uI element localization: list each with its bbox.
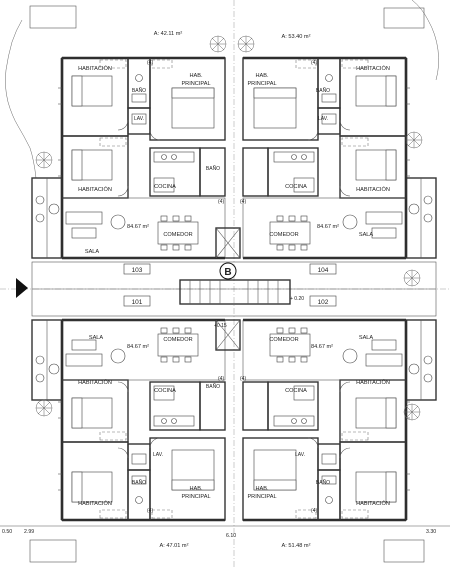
room-label-hab: HAB. xyxy=(255,486,269,492)
exterior-area-top-left: A: 42.11 m² xyxy=(154,31,183,37)
dimension-left-a: 0.50 xyxy=(2,529,12,535)
room-label-principal: PRINCIPAL xyxy=(247,81,276,87)
closet-marker: (4) xyxy=(218,199,224,205)
room-label-habitacion: HABITACIÓN xyxy=(356,186,390,193)
room-label-lav: LAV. xyxy=(295,452,305,458)
room-label-comedor: COMEDOR xyxy=(163,337,192,343)
room-label-sala: SALA xyxy=(359,335,374,341)
room-label-sala: SALA xyxy=(359,232,374,238)
tree-icon xyxy=(209,35,227,53)
unit-area: 84.67 m² xyxy=(127,344,149,350)
room-label-comedor: COMEDOR xyxy=(269,232,298,238)
room-label-habitacion: HABITACIÓN xyxy=(78,186,112,193)
entrance-arrow-icon xyxy=(16,278,28,298)
hall-level: +0.15 xyxy=(214,323,227,329)
stair-core xyxy=(179,279,291,305)
room-label-bano: BAÑO xyxy=(316,479,330,486)
room-label-cocina: COCINA xyxy=(154,184,176,190)
room-label-habitacion: HABITACIÓN xyxy=(356,65,390,72)
room-label-sala: SALA xyxy=(89,335,104,341)
dimension-center: 6.10 xyxy=(226,533,236,539)
room-label-bano: BAÑO xyxy=(206,383,220,390)
unit-number-103: 103 xyxy=(132,267,143,274)
closet-marker: (4) xyxy=(240,199,246,205)
room-label-comedor: COMEDOR xyxy=(269,337,298,343)
room-label-cocina: COCINA xyxy=(285,388,307,394)
room-label-principal: PRINCIPAL xyxy=(181,494,210,500)
room-label-cocina: COCINA xyxy=(285,184,307,190)
room-label-cocina: COCINA xyxy=(154,388,176,394)
room-label-bano: BAÑO xyxy=(132,479,146,486)
room-label-principal: PRINCIPAL xyxy=(247,494,276,500)
dimension-left-b: 2.99 xyxy=(24,529,34,535)
closet-marker: (4) xyxy=(147,508,153,514)
room-label-bano: BAÑO xyxy=(316,87,330,94)
unit-number-102: 102 xyxy=(318,299,329,306)
room-label-bano: BAÑO xyxy=(206,165,220,172)
closet-marker: (4) xyxy=(311,60,317,66)
unit-area: 84.67 m² xyxy=(127,224,149,230)
tree-icon xyxy=(35,399,53,417)
room-label-hab: HAB. xyxy=(189,73,203,79)
stair-level: + 0.20 xyxy=(290,296,304,302)
closet-marker: (4) xyxy=(311,508,317,514)
room-label-hab: HAB. xyxy=(255,73,269,79)
tree-icon xyxy=(403,269,421,287)
room-label-habitacion: HABITACIÓN xyxy=(356,379,390,386)
room-label-bano: BAÑO xyxy=(132,87,146,94)
unit-number-101: 101 xyxy=(132,299,143,306)
room-label-habitacion: HABITACIÓN xyxy=(78,65,112,72)
room-label-habitacion: HABITACIÓN xyxy=(356,500,390,507)
room-label-habitacion: HABITACIÓN xyxy=(78,500,112,507)
room-label-comedor: COMEDOR xyxy=(163,232,192,238)
room-label-lav: LAV. xyxy=(153,452,163,458)
exterior-area-bottom-left: A: 47.01 m² xyxy=(160,543,189,549)
core-b-label: B xyxy=(224,267,231,278)
room-label-lav: LAV. xyxy=(134,116,144,122)
room-label-habitacion: HABITACIÓN xyxy=(78,379,112,386)
top-patio xyxy=(29,5,77,29)
unit-area: 84.67 m² xyxy=(311,344,333,350)
exterior-area-top-right: A: 53.40 m² xyxy=(282,34,311,40)
room-label-principal: PRINCIPAL xyxy=(181,81,210,87)
room-label-hab: HAB. xyxy=(189,486,203,492)
closet-marker: (4) xyxy=(147,60,153,66)
unit-number-104: 104 xyxy=(318,267,329,274)
tree-icon xyxy=(403,403,421,421)
room-label-sala: SALA xyxy=(85,249,100,255)
closet-marker: (4) xyxy=(218,376,224,382)
tree-icon xyxy=(35,151,53,169)
room-label-lav: LAV. xyxy=(318,116,328,122)
core-b-marker xyxy=(219,262,237,280)
tree-icon xyxy=(237,35,255,53)
unit-area: 84.67 m² xyxy=(317,224,339,230)
left-hedge xyxy=(5,19,37,179)
closet-marker: (4) xyxy=(240,376,246,382)
dimension-right: 3.30 xyxy=(426,529,436,535)
right-hedge xyxy=(411,0,439,81)
exterior-area-bottom-right: A: 51.48 m² xyxy=(282,543,311,549)
tree-icon xyxy=(405,131,423,149)
